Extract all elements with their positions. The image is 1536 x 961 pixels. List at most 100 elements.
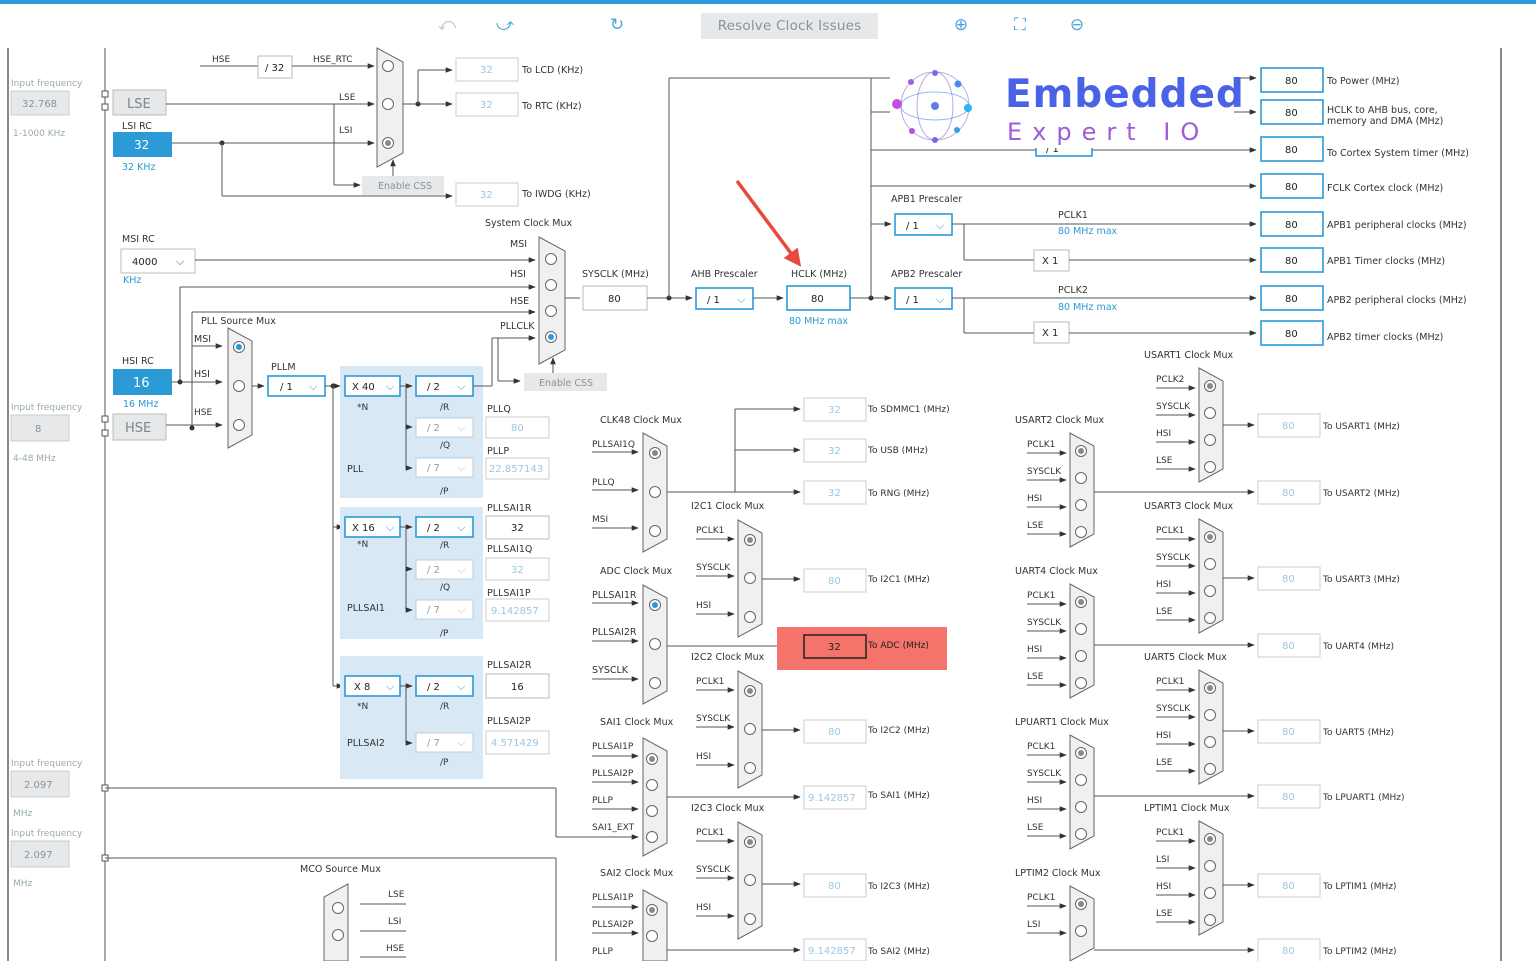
uart5-option-2[interactable] <box>1204 736 1216 748</box>
adc-output-field[interactable] <box>803 634 867 659</box>
sai2ext-freq-field[interactable] <box>10 840 70 868</box>
usart3-option-3[interactable] <box>1204 612 1216 624</box>
sysmux-option-msi[interactable] <box>545 253 557 265</box>
clk48-option-pllq[interactable] <box>649 486 661 498</box>
sys-enable-css-button[interactable] <box>524 373 607 391</box>
redo-icon[interactable]: ⤻ <box>495 15 515 35</box>
sysmux-option-hsi[interactable] <box>545 279 557 291</box>
lptim1-option-1[interactable] <box>1204 860 1216 872</box>
lse-block[interactable] <box>112 89 167 116</box>
usart1-mux[interactable] <box>1198 367 1224 483</box>
pll-source-mux-title: PLL Source Mux <box>201 316 276 327</box>
pll-p-select[interactable] <box>415 457 474 478</box>
mco-option-lse[interactable] <box>332 902 344 914</box>
sai1-option-2[interactable] <box>646 805 658 817</box>
lpuart1-option-1[interactable] <box>1075 774 1087 786</box>
lse-freq-field[interactable] <box>10 90 70 116</box>
usart1-in-2: HSI <box>1156 429 1171 439</box>
usart2-mux[interactable] <box>1069 432 1095 548</box>
uart5-mux[interactable] <box>1198 669 1224 785</box>
usart3-mux[interactable] <box>1198 518 1224 634</box>
usart2-option-3[interactable] <box>1075 526 1087 538</box>
rtc-enable-css-button[interactable] <box>362 176 444 195</box>
usart3-option-2[interactable] <box>1204 585 1216 597</box>
mco-option-lsi[interactable] <box>332 929 344 941</box>
uart4-option-1[interactable] <box>1075 623 1087 635</box>
hse-block[interactable] <box>112 413 167 441</box>
lpuart1-option-3[interactable] <box>1075 828 1087 840</box>
apb1-timer-output-field[interactable] <box>1260 247 1324 273</box>
i2c3-value: 80 <box>828 881 841 892</box>
pllsai2-p-select[interactable] <box>415 732 474 753</box>
mco-mux[interactable] <box>323 883 349 961</box>
sai2-ext-input: Input frequency 2.097 MHz <box>10 829 83 889</box>
usart1-option-2[interactable] <box>1204 434 1216 446</box>
pllsai1q-label: PLLSAI1Q <box>487 544 532 555</box>
i2c2-option-sysclk[interactable] <box>744 723 756 735</box>
sdmmc-value: 32 <box>828 405 841 416</box>
pllsai1-r-select[interactable] <box>415 516 474 538</box>
zoom-in-icon[interactable]: ⊕ <box>953 15 969 35</box>
pllsrc-option-hse[interactable] <box>233 419 245 431</box>
usart2-option-1[interactable] <box>1075 472 1087 484</box>
rtc-mux-option-hse[interactable] <box>382 60 394 72</box>
fclk-output-field[interactable] <box>1260 173 1324 199</box>
apb2-timer-output-field[interactable] <box>1260 320 1324 346</box>
hse-rtc-divider[interactable] <box>257 55 293 79</box>
lpuart1-mux[interactable] <box>1069 734 1095 850</box>
uart5-option-3[interactable] <box>1204 763 1216 775</box>
refresh-icon[interactable]: ↻ <box>609 15 625 35</box>
sysmux-option-hse[interactable] <box>545 305 557 317</box>
msi-select[interactable] <box>120 248 196 274</box>
pllsai1-p-select[interactable] <box>415 599 474 620</box>
i2c2-option-hsi[interactable] <box>744 762 756 774</box>
sai2-mux[interactable] <box>642 889 668 961</box>
pllsai2-r-select[interactable] <box>415 675 474 697</box>
sai1-option-3[interactable] <box>646 831 658 843</box>
fit-icon[interactable]: ⛶ <box>1014 15 1026 35</box>
pllsrc-option-hsi[interactable] <box>233 380 245 392</box>
undo-icon[interactable]: ⤺ <box>437 15 457 35</box>
i2c3-option-sysclk[interactable] <box>744 874 756 886</box>
uart4-option-3[interactable] <box>1075 677 1087 689</box>
power-output-field[interactable] <box>1260 67 1324 93</box>
hsi-block[interactable] <box>113 369 172 395</box>
apb2-periph-output-field[interactable] <box>1260 285 1324 311</box>
lpuart1-option-2[interactable] <box>1075 801 1087 813</box>
lsi-block[interactable] <box>113 132 172 157</box>
lptim1-option-3[interactable] <box>1204 914 1216 926</box>
rtc-mux-option-lse[interactable] <box>382 98 394 110</box>
usart2-option-2[interactable] <box>1075 499 1087 511</box>
usart1-option-3[interactable] <box>1204 461 1216 473</box>
lptim1-option-2[interactable] <box>1204 887 1216 899</box>
hse-freq-field[interactable] <box>10 414 70 442</box>
pllsai1-q-select[interactable] <box>415 559 474 580</box>
lptim1-in-0: PCLK1 <box>1156 828 1184 838</box>
clk48-option-msi[interactable] <box>649 525 661 537</box>
hclk-ahb-output-field[interactable] <box>1260 99 1324 125</box>
uart5-option-1[interactable] <box>1204 709 1216 721</box>
adc-option-sysclk[interactable] <box>649 677 661 689</box>
lptim1-mux[interactable] <box>1198 820 1224 936</box>
chevron-down-icon: ⌵ <box>176 255 185 268</box>
usart3-option-1[interactable] <box>1204 558 1216 570</box>
i2c1-option-hsi[interactable] <box>744 611 756 623</box>
apb1-periph-output-field[interactable] <box>1260 211 1324 237</box>
sai2-option-1[interactable] <box>646 930 658 942</box>
i2c1-option-sysclk[interactable] <box>744 572 756 584</box>
uart4-mux[interactable] <box>1069 583 1095 699</box>
resolve-clock-issues-button[interactable]: Resolve Clock Issues <box>701 13 878 39</box>
lptim2-mux[interactable] <box>1069 885 1095 961</box>
i2c3-option-hsi[interactable] <box>744 913 756 925</box>
usart1-option-1[interactable] <box>1204 407 1216 419</box>
pll-q-select[interactable] <box>415 417 474 438</box>
system-clock-mux[interactable] <box>538 236 566 365</box>
sai1-mux[interactable] <box>642 737 668 857</box>
adc-option-pllsai2r[interactable] <box>649 638 661 650</box>
cortex-timer-output-field[interactable] <box>1260 136 1324 162</box>
uart4-option-2[interactable] <box>1075 650 1087 662</box>
zoom-out-icon[interactable]: ⊖ <box>1069 15 1085 35</box>
sai1-option-1[interactable] <box>646 779 658 791</box>
lptim2-option-1[interactable] <box>1075 925 1087 937</box>
sai1ext-freq-field[interactable] <box>10 770 70 798</box>
